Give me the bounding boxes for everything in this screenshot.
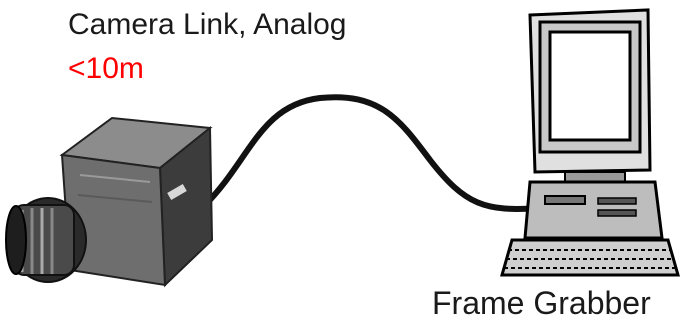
frame-grabber-label: Frame Grabber xyxy=(432,285,651,321)
interface-label: Camera Link, Analog xyxy=(68,8,347,41)
computer-icon xyxy=(500,8,680,277)
camera-icon xyxy=(5,116,214,288)
cable xyxy=(202,94,543,212)
distance-label: <10m xyxy=(68,52,144,85)
